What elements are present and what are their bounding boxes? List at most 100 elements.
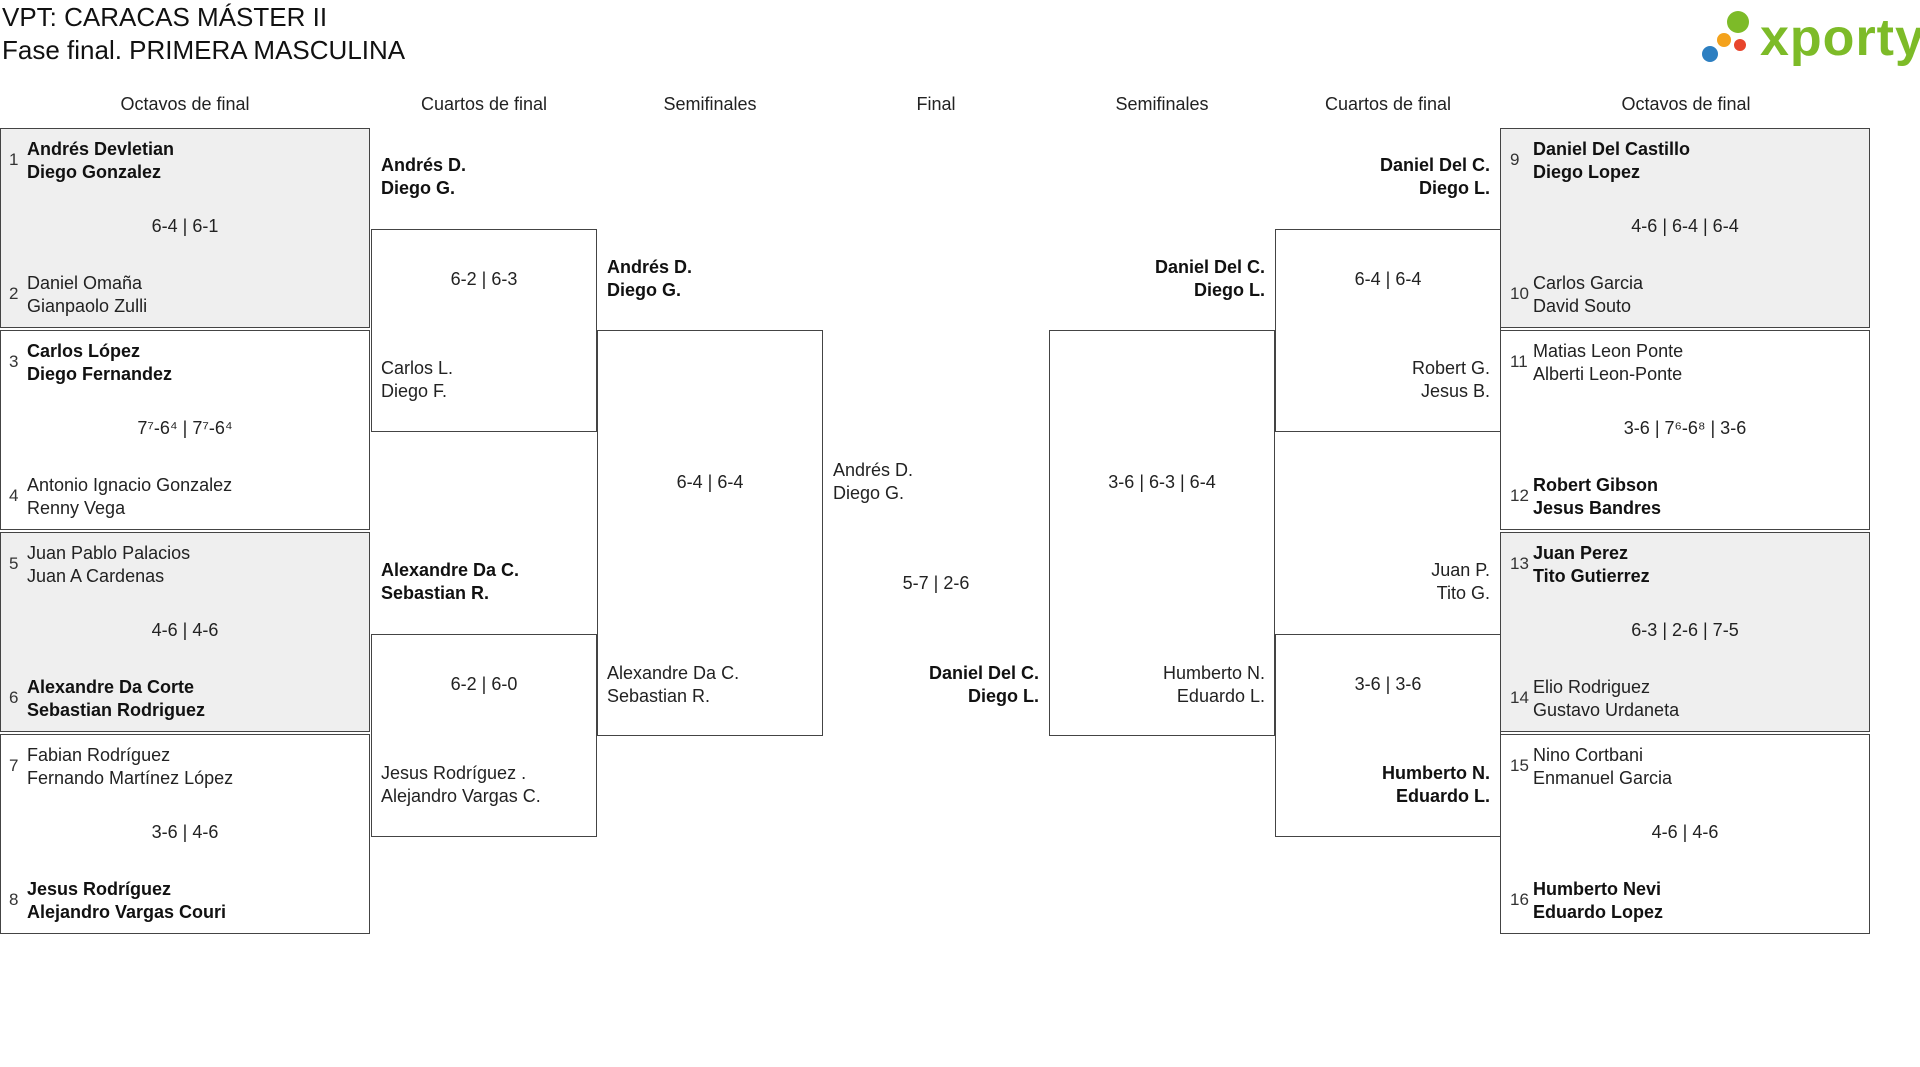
player-name: Daniel Omaña: [27, 273, 143, 293]
seed-number: 4: [9, 486, 19, 505]
tournament-title: VPT: CARACAS MÁSTER II: [2, 2, 328, 32]
player-name: Elio Rodriguez: [1533, 677, 1651, 697]
player-name: Diego L.: [968, 686, 1039, 706]
match-box: [0, 330, 370, 530]
player-name: Diego G.: [833, 483, 905, 503]
seed-number: 13: [1510, 554, 1529, 573]
seed-number: 2: [9, 284, 19, 303]
header-left-qf: Cuartos de final: [420, 94, 548, 114]
seed-number: 7: [9, 756, 19, 775]
player-name: Juan Perez: [1533, 543, 1629, 563]
logo-text: xporty: [1760, 9, 1920, 67]
player-name: Fabian Rodríguez: [27, 745, 171, 765]
player-name: Jesus Bandres: [1533, 498, 1662, 518]
player-name: Andrés D.: [381, 155, 467, 175]
match-box: [1500, 532, 1870, 732]
sf-connector: [1049, 330, 1275, 736]
seed-number: 6: [9, 688, 19, 707]
player-name: Daniel Del Castillo: [1533, 139, 1691, 159]
player-name: Tito Gutierrez: [1533, 566, 1650, 586]
player-name: Juan A Cardenas: [27, 566, 165, 586]
player-name: Eduardo Lopez: [1533, 902, 1663, 922]
player-name: Carlos Garcia: [1533, 273, 1644, 293]
player-name: Alexandre Da C.: [607, 663, 740, 683]
header-right-r16: Octavos de final: [1621, 94, 1751, 114]
match-score: 7⁷-6⁴ | 7⁷-6⁴: [137, 418, 233, 438]
player-name: Andrés D.: [833, 460, 914, 480]
player-name: Diego G.: [607, 280, 682, 300]
player-name: Humberto N.: [1382, 763, 1490, 783]
player-name: Alejandro Vargas C.: [381, 786, 541, 806]
header-right-sf: Semifinales: [1115, 94, 1209, 114]
player-name: Andrés Devletian: [27, 139, 175, 159]
player-name: Diego Gonzalez: [27, 162, 162, 182]
player-name: Robert Gibson: [1533, 475, 1658, 495]
player-name: Diego F.: [381, 381, 448, 401]
xporty-logo: xporty: [1694, 8, 1920, 68]
player-name: Jesus Rodríguez .: [381, 763, 527, 783]
player-name: Daniel Del C.: [1379, 155, 1490, 175]
match-score: 4-6 | 4-6: [1651, 822, 1719, 842]
header-left-r16: Octavos de final: [120, 94, 250, 114]
player-name: Carlos L.: [381, 358, 454, 378]
player-name: Alberti Leon-Ponte: [1533, 364, 1683, 384]
player-name: Daniel Del C.: [928, 663, 1039, 683]
player-name: Renny Vega: [27, 498, 126, 518]
match-box: [0, 532, 370, 732]
header-right-qf: Cuartos de final: [1324, 94, 1452, 114]
player-name: Humberto N.: [1162, 663, 1265, 683]
seed-number: 15: [1510, 756, 1529, 775]
player-name: Andrés D.: [607, 257, 693, 277]
seed-number: 14: [1510, 688, 1529, 707]
seed-number: 5: [9, 554, 19, 573]
logo-dots-icon: [1702, 11, 1749, 62]
player-name: Diego L.: [1194, 280, 1265, 300]
match-score: 6-3 | 2-6 | 7-5: [1631, 620, 1739, 640]
match-score: 6-4 | 6-4: [676, 472, 744, 492]
player-name: Jesus B.: [1420, 381, 1490, 401]
player-name: Diego Fernandez: [27, 364, 173, 384]
seed-number: 10: [1510, 284, 1529, 303]
header-final: Final: [916, 94, 956, 114]
qf-connector: [1275, 229, 1501, 432]
match-score: 6-2 | 6-3: [450, 269, 518, 289]
player-name: Alexandre Da C.: [381, 560, 520, 580]
sf-connector: [597, 330, 823, 736]
phase-title: Fase final. PRIMERA MASCULINA: [2, 35, 406, 65]
player-name: David Souto: [1533, 296, 1632, 316]
seed-number: 9: [1510, 150, 1520, 169]
player-name: Juan P.: [1431, 560, 1490, 580]
match-box: [0, 734, 370, 934]
seed-number: 12: [1510, 486, 1529, 505]
seed-number: 3: [9, 352, 19, 371]
seed-number: 8: [9, 890, 19, 909]
player-name: Diego L.: [1419, 178, 1490, 198]
match-score: 3-6 | 6-3 | 6-4: [1108, 472, 1216, 492]
match-score: 3-6 | 3-6: [1354, 674, 1422, 694]
player-name: Fernando Martínez López: [27, 768, 234, 788]
match-score: 3-6 | 4-6: [151, 822, 219, 842]
match-score: 6-4 | 6-4: [1354, 269, 1422, 289]
seed-number: 11: [1510, 352, 1528, 371]
player-name: Carlos López: [27, 341, 141, 361]
player-name: Humberto Nevi: [1533, 879, 1662, 899]
player-name: Nino Cortbani: [1533, 745, 1644, 765]
match-score: 3-6 | 7⁶-6⁸ | 3-6: [1623, 418, 1747, 438]
header-left-sf: Semifinales: [663, 94, 757, 114]
player-name: Tito G.: [1436, 583, 1490, 603]
player-name: Robert G.: [1411, 358, 1490, 378]
player-name: Sebastian Rodriguez: [27, 700, 206, 720]
player-name: Eduardo L.: [1396, 786, 1490, 806]
seed-number: 1: [9, 150, 19, 169]
player-name: Daniel Del C.: [1154, 257, 1265, 277]
player-name: Antonio Ignacio Gonzalez: [27, 475, 233, 495]
match-box: [0, 128, 370, 328]
qf-connector: [1275, 634, 1501, 837]
player-name: Eduardo L.: [1176, 686, 1265, 706]
match-score: 6-4 | 6-1: [151, 216, 219, 236]
player-name: Alexandre Da Corte: [27, 677, 195, 697]
seed-number: 16: [1510, 890, 1529, 909]
final-score: 5-7 | 2-6: [902, 573, 970, 593]
player-name: Juan Pablo Palacios: [27, 543, 191, 563]
